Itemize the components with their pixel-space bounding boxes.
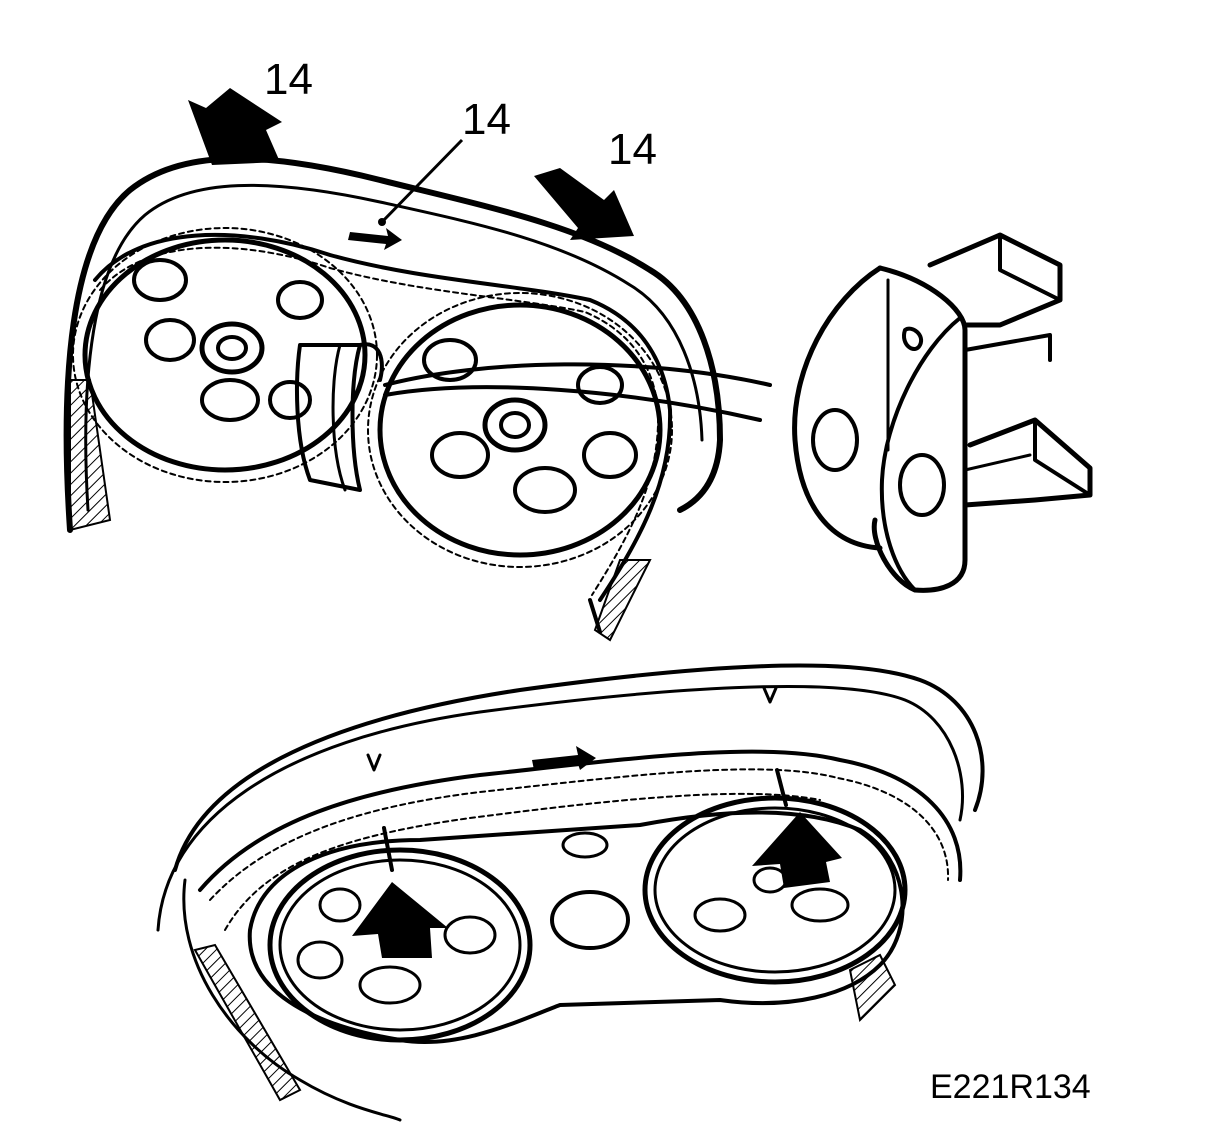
gear-mark-arrow-left (352, 882, 448, 958)
marker-arrow-right (534, 168, 634, 240)
lower-cover-outline (173, 663, 985, 872)
lower-hatch-left (193, 943, 302, 1102)
lower-hatch-right (848, 953, 897, 1023)
bottom-engine-view (156, 663, 985, 1122)
timing-belt-top (93, 232, 673, 602)
callout-label-right: 14 (608, 125, 657, 174)
top-engine-view (63, 88, 1093, 642)
cover-hatched-lower (593, 559, 652, 642)
lower-left-gear (267, 847, 533, 1043)
timing-cover-outline (63, 155, 723, 533)
marker-arrow-left (188, 88, 282, 165)
lower-right-gear (642, 795, 908, 985)
cam-locking-tool (295, 342, 384, 492)
timing-mark-right (762, 686, 778, 704)
right-cam-gear (367, 292, 673, 568)
tool-hole-lower (898, 453, 946, 517)
cover-hatched-edge (69, 379, 112, 532)
left-cam-gear (72, 227, 378, 483)
belt-direction-arrow-top (348, 228, 402, 250)
locking-tool-detail (792, 232, 1093, 593)
callout-label-center: 14 (462, 95, 511, 144)
feeler-strip (383, 362, 772, 387)
belt-direction-arrow-bottom (532, 746, 596, 770)
callout-label-left: 14 (264, 55, 313, 104)
tool-hole-upper (811, 408, 859, 472)
gear-mark-arrow-right (752, 812, 842, 888)
lower-timing-belt (198, 749, 963, 892)
figure-code: E221R134 (930, 1068, 1091, 1106)
timing-mark-left (366, 753, 382, 772)
callout-leader (380, 138, 464, 224)
